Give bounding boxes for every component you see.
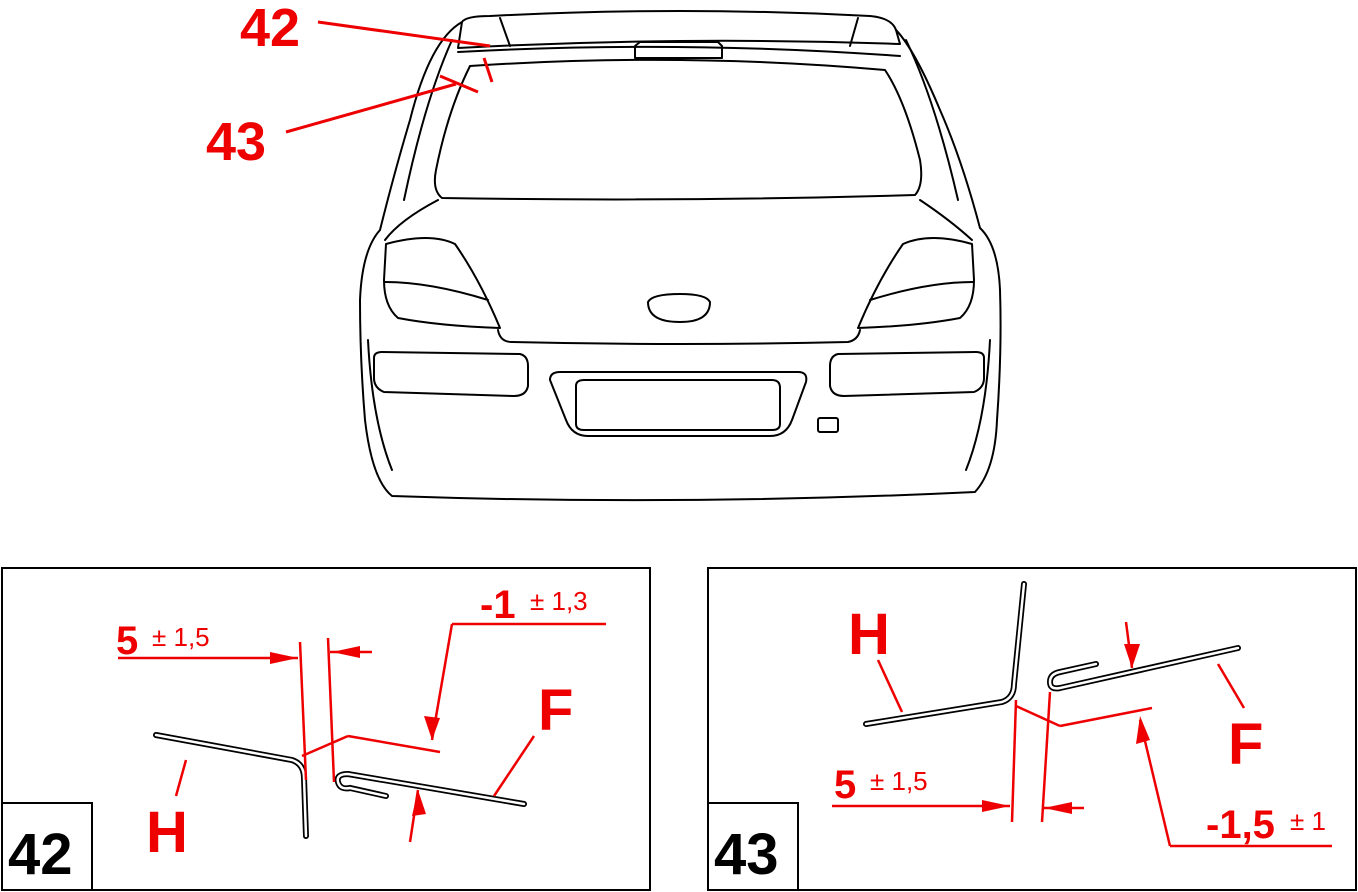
gap-ext-left-42 (298, 641, 308, 781)
flush-value-42: -1 (480, 583, 516, 627)
gap-tolerance-42: ± 1,5 (152, 622, 210, 652)
detail-panel-42: 42 5 ± 1,5 -1 ± 1,3 (1, 567, 651, 891)
flush-base-a-43 (1015, 704, 1061, 728)
gap-ext-right-42 (326, 637, 336, 783)
tail-light-left-line (384, 281, 489, 301)
license-plate (575, 379, 781, 431)
gap-arrow-left-42 (270, 652, 298, 664)
body-outline (359, 21, 1002, 502)
detail-ref-box-43 (707, 802, 799, 891)
gap-arrow-left-43 (982, 800, 1010, 812)
f-leader-42 (492, 735, 536, 797)
h-leader-42 (174, 759, 188, 797)
dimension-lines-43 (832, 621, 1332, 848)
tail-light-right (857, 237, 975, 329)
label-f-43: F (1228, 712, 1263, 777)
gap-value-43: 5 (834, 763, 856, 807)
section-mark-42 (482, 57, 494, 83)
third-brake-light (634, 41, 723, 59)
tail-light-right-line (869, 281, 974, 301)
flush-value-43: -1,5 (1206, 803, 1275, 847)
gap-ext-right-43 (1040, 691, 1052, 823)
gap-arrow-right-43 (1044, 802, 1072, 814)
flush-base-b-43 (1059, 706, 1153, 728)
flush-arrow-bottom-42 (412, 790, 426, 816)
flush-arrow-top-42 (424, 716, 440, 740)
flush-base-b-42 (347, 734, 441, 754)
rear-window (433, 58, 923, 201)
dimension-arrows-42 (270, 646, 440, 816)
gap-tolerance-43: ± 1,5 (870, 766, 928, 796)
tailgate-handle (647, 293, 711, 323)
callout-label-42: 42 (240, 0, 300, 58)
flush-arrow-top-43 (1124, 644, 1140, 668)
tailgate-lower (497, 329, 861, 345)
section-mark-43 (439, 74, 479, 94)
callout-label-43: 43 (206, 112, 266, 172)
roof-panel-h-43-inner (864, 582, 1026, 726)
flush-base-a-42 (301, 734, 349, 758)
flush-arrow-bottom-43 (1136, 716, 1150, 744)
callout-line-42 (317, 20, 491, 48)
bumper-reflector-left (373, 351, 529, 397)
detail-ref-number-42: 42 (8, 822, 73, 887)
label-h-42: H (146, 800, 188, 865)
f-leader-43 (1216, 663, 1246, 709)
dimension-arrows-43 (982, 644, 1150, 814)
bumper-lower-right (965, 339, 991, 471)
detail-ref-box-42 (1, 802, 93, 891)
spoiler-pillar-left (499, 17, 511, 47)
tow-hook-cover (817, 417, 839, 433)
label-h-43: H (848, 602, 890, 667)
tail-light-left (383, 237, 501, 329)
callout-line-43 (285, 82, 457, 134)
left-pillar-line (403, 39, 453, 201)
gap-arrow-right-42 (332, 646, 360, 658)
label-f-42: F (538, 678, 573, 743)
overview-callouts (285, 20, 494, 134)
detail-panel-43: 43 5 ± 1,5 -1,5 ± 1 F (707, 567, 1357, 891)
window-inner-line (457, 45, 901, 57)
car-rear-view (359, 10, 1002, 502)
gap-ext-left-43 (1010, 699, 1018, 823)
tailgate-panel-f-42-inner (336, 772, 526, 806)
right-pillar-line (905, 39, 959, 201)
bumper-reflector-right (829, 351, 985, 397)
roof-panel-h-42-inner (154, 733, 308, 838)
bumper-lower-left (367, 339, 393, 471)
detail-frame-43 (707, 567, 1357, 891)
detail-ref-number-43: 43 (714, 822, 779, 887)
h-leader-43 (876, 659, 904, 713)
flush-tolerance-43: ± 1 (1290, 806, 1326, 836)
detail-frame-42 (1, 567, 651, 891)
dimension-lines-42 (118, 622, 606, 843)
tailgate-outline (384, 199, 973, 241)
flush-tolerance-42: ± 1,3 (530, 586, 588, 616)
tailgate-panel-f-43-inner (1048, 646, 1240, 690)
spoiler-pillar-right (849, 17, 859, 47)
plate-recess (549, 371, 808, 437)
gap-value-42: 5 (116, 619, 138, 663)
